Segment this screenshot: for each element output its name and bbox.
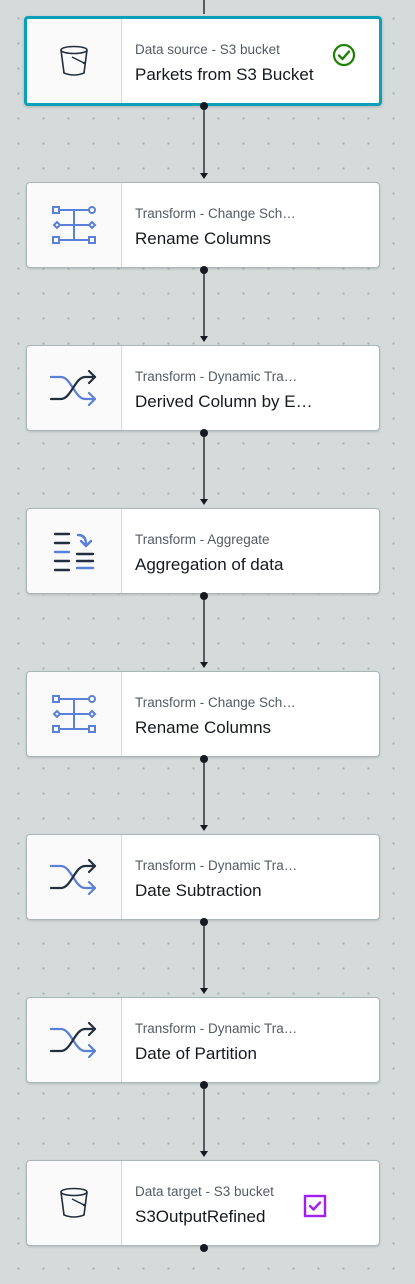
node-type-label: Transform - Aggregate [135,532,270,547]
node-type-label: Data source - S3 bucket [135,42,280,57]
node-type-label: Transform - Dynamic Tra… [135,369,298,384]
output-port[interactable] [200,266,208,274]
node-date-subtraction[interactable]: Transform - Dynamic Tra… Date Subtractio… [26,834,380,920]
node-type-label: Transform - Dynamic Tra… [135,858,298,873]
node-icon-area [27,509,122,593]
node-type-label: Transform - Change Sch… [135,695,296,710]
aggregate-icon [53,532,95,572]
node-type-label: Transform - Dynamic Tra… [135,1021,298,1036]
shuffle-icon [49,1021,97,1059]
output-port[interactable] [200,755,208,763]
node-name-label: Derived Column by E… [135,392,313,411]
bucket-icon [60,45,88,76]
node-aggregation[interactable]: Transform - Aggregate Aggregation of dat… [26,508,380,594]
output-port[interactable] [200,918,208,926]
node-date-of-partition[interactable]: Transform - Dynamic Tra… Date of Partiti… [26,997,380,1083]
output-port[interactable] [200,1081,208,1089]
node-rename-columns-2[interactable]: Transform - Change Sch… Rename Columns [26,671,380,757]
edge-arrow [200,825,208,831]
shuffle-icon [49,369,97,407]
success-check-icon [332,43,356,67]
node-name-label: Rename Columns [135,718,272,737]
edge-arrow [200,662,208,668]
output-port[interactable] [200,1244,208,1252]
node-icon-area [27,998,122,1082]
edge-arrow [200,988,208,994]
node-name-label: Parkets from S3 Bucket [135,65,314,84]
node-type-label: Transform - Change Sch… [135,206,296,221]
change-schema-icon [52,695,97,733]
node-rename-columns-1[interactable]: Transform - Change Sch… Rename Columns [26,182,380,268]
node-name-label: Rename Columns [135,229,272,248]
node-s3-target[interactable]: Data target - S3 bucket S3OutputRefined [26,1160,380,1246]
node-derived-column[interactable]: Transform - Dynamic Tra… Derived Column … [26,345,380,431]
shuffle-icon [49,858,97,896]
node-name-label: S3OutputRefined [135,1207,266,1226]
checkbox-checked-icon[interactable] [303,1194,327,1218]
node-s3-source[interactable]: Data source - S3 bucket Parkets from S3 … [24,16,382,106]
node-type-label: Data target - S3 bucket [135,1184,274,1199]
edge-arrow [200,1151,208,1157]
node-name-label: Date Subtraction [135,881,262,900]
edge-arrow [200,336,208,342]
output-port[interactable] [200,429,208,437]
node-icon-area [27,672,122,756]
node-name-label: Date of Partition [135,1044,257,1063]
output-port[interactable] [200,102,208,110]
node-icon-area [27,183,122,267]
change-schema-icon [52,206,97,244]
edge-arrow [200,499,208,505]
node-icon-area [27,19,122,103]
node-icon-area [27,1161,122,1245]
output-port[interactable] [200,592,208,600]
edge-arrow [200,173,208,179]
node-name-label: Aggregation of data [135,555,284,574]
bucket-icon [60,1187,88,1218]
node-icon-area [27,346,122,430]
node-icon-area [27,835,122,919]
